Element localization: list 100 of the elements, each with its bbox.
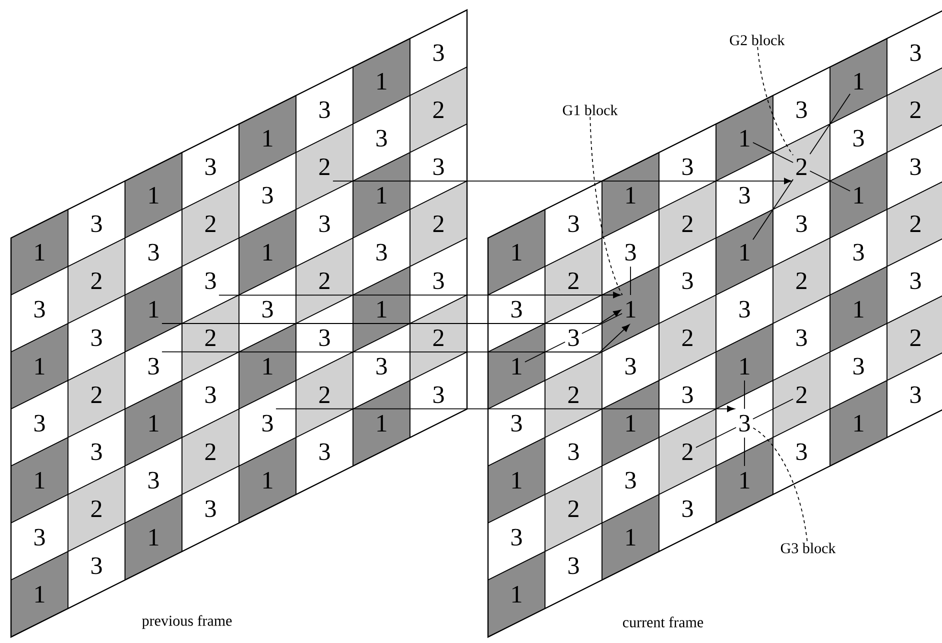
cell-number: 1	[854, 187, 864, 204]
cell-number: 2	[682, 215, 692, 232]
cell-number: 1	[377, 73, 386, 90]
cell-number: 1	[854, 415, 864, 432]
cell-number: 1	[854, 73, 864, 90]
cell-number: 3	[148, 358, 159, 375]
connector-line	[630, 266, 631, 296]
cell-number: 3	[796, 215, 807, 232]
cell-number: 3	[433, 386, 444, 404]
cell-number: 2	[910, 101, 920, 118]
cell-number: 3	[205, 386, 216, 404]
cell-number: 3	[796, 101, 807, 118]
cell-number: 2	[433, 101, 444, 118]
arrow	[276, 406, 735, 412]
leader-line	[590, 116, 623, 296]
cell-number: 3	[34, 300, 45, 318]
cell-number: 1	[263, 244, 272, 260]
cell-number: 3	[910, 272, 921, 290]
cell-number: 3	[853, 130, 864, 147]
cell-number: 1	[740, 244, 750, 260]
cell-number: 3	[739, 414, 750, 432]
cell-number: 3	[433, 272, 444, 290]
cell-number: 3	[625, 244, 636, 261]
arrow	[332, 178, 792, 184]
cell-number: 3	[568, 329, 579, 346]
cell-number: 3	[625, 358, 636, 375]
cell-number: 3	[568, 215, 579, 232]
connector-line	[810, 93, 850, 155]
cell-number: 3	[910, 158, 921, 176]
cell-number: 2	[568, 386, 578, 404]
block-label: G1 block	[562, 104, 618, 116]
cell-number: 3	[319, 329, 330, 346]
cell-number: 1	[512, 586, 522, 602]
cell-number: 1	[854, 301, 864, 318]
cell-number: 3	[739, 186, 750, 204]
cell-number: 2	[205, 443, 216, 460]
cell-number: 1	[740, 358, 750, 374]
cell-number: 1	[377, 415, 386, 432]
cell-number: 3	[853, 244, 864, 261]
cell-number: 3	[739, 300, 750, 318]
cell-number: 1	[740, 130, 750, 146]
cell-number: 3	[433, 44, 444, 62]
cell-number: 3	[205, 158, 216, 176]
cell-number: 3	[319, 215, 330, 232]
cell-number: 3	[568, 557, 579, 574]
cell-number: 1	[626, 415, 636, 432]
cell-number: 2	[796, 272, 806, 290]
cell-number: 2	[910, 215, 920, 232]
cell-number: 3	[682, 386, 693, 404]
cell-number: 3	[376, 244, 387, 261]
connector-line	[524, 342, 566, 362]
cell-number: 2	[91, 272, 102, 290]
cell-number: 1	[35, 472, 44, 488]
cell-number: 1	[263, 358, 272, 374]
cell-number: 3	[148, 472, 159, 489]
cell-number: 3	[433, 158, 444, 176]
connector-line	[696, 427, 736, 448]
cell-number: 3	[796, 443, 807, 460]
cell-number: 3	[262, 414, 273, 432]
cell-number: 2	[205, 329, 216, 346]
cell-number: 2	[91, 500, 102, 518]
cell-number: 1	[377, 301, 386, 318]
connector-line	[582, 313, 622, 334]
block-label: G3 block	[780, 542, 836, 554]
cell-number: 2	[91, 386, 102, 404]
cell-number: 2	[568, 500, 578, 518]
cell-number: 2	[319, 272, 330, 290]
cell-number: 2	[910, 329, 920, 346]
connector-line	[752, 178, 794, 240]
block-label: G2 block	[730, 34, 785, 46]
cell-number: 1	[626, 301, 636, 318]
cell-number: 1	[35, 244, 44, 260]
cell-number: 2	[682, 443, 692, 460]
cell-number: 2	[433, 329, 444, 346]
cell-number: 3	[910, 386, 921, 404]
cell-number: 3	[511, 528, 522, 546]
connector-line	[744, 437, 745, 466]
cell-number: 1	[263, 472, 272, 488]
cell-number: 3	[682, 272, 693, 290]
cell-number: 1	[149, 301, 158, 318]
cell-number: 3	[91, 557, 102, 574]
cell-number: 3	[148, 244, 159, 261]
connector-line	[752, 142, 794, 163]
leader-line	[757, 46, 794, 156]
arrow	[218, 292, 621, 298]
cell-number: 1	[149, 529, 158, 546]
cell-number: 3	[682, 500, 693, 518]
cell-number: 3	[853, 358, 864, 375]
cell-number: 3	[319, 101, 330, 118]
cell-number: 1	[149, 415, 158, 432]
cell-number: 1	[512, 472, 522, 488]
cell-number: 3	[625, 472, 636, 489]
cell-number: 3	[682, 158, 693, 176]
cell-number: 2	[796, 386, 806, 404]
cell-number: 1	[626, 529, 636, 546]
cell-number: 3	[796, 329, 807, 346]
cell-number: 3	[34, 414, 45, 432]
cell-number: 2	[319, 386, 330, 404]
cell-number: 1	[35, 586, 44, 602]
cell-number: 3	[511, 414, 522, 432]
